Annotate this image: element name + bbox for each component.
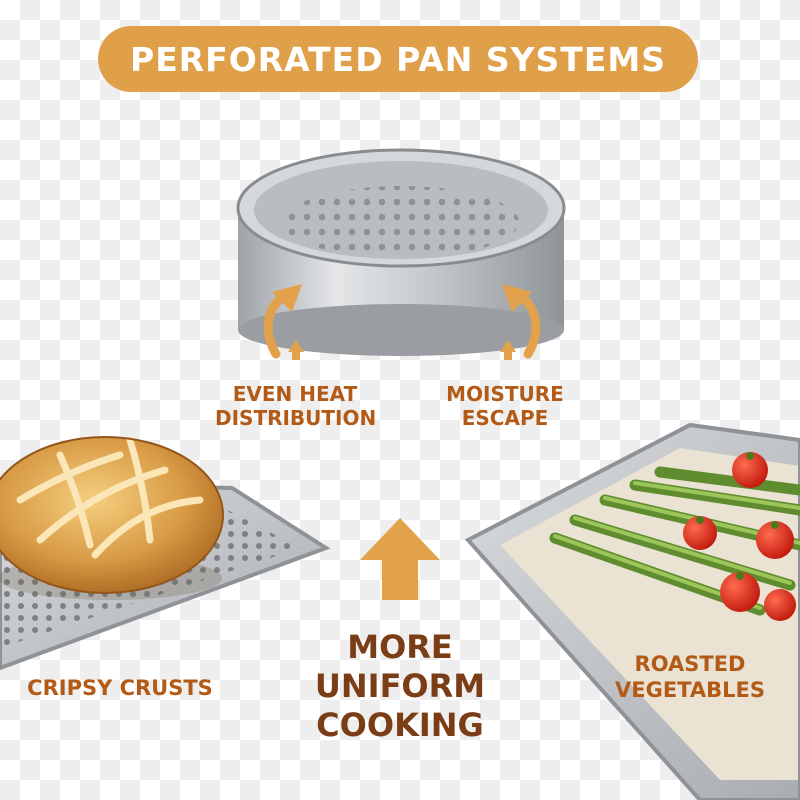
- perforated-pan-icon: [236, 148, 566, 356]
- moisture-arrow-icon: [500, 284, 541, 360]
- tomato-icon: [683, 452, 796, 621]
- page-title: PERFORATED PAN SYSTEMS: [98, 26, 698, 92]
- roasted-vegetables-label: ROASTED VEGETABLES: [615, 652, 765, 702]
- heat-arrow-icon: [263, 284, 304, 360]
- up-arrow-icon: [360, 518, 440, 600]
- asparagus-tray-icon: [464, 422, 800, 800]
- bread-loaf-icon: [0, 436, 331, 671]
- moisture-escape-label: MOISTURE ESCAPE: [446, 382, 564, 431]
- uniform-cooking-label: MORE UNIFORM COOKING: [314, 628, 486, 745]
- heat-distribution-label: EVEN HEAT DISTRIBUTION: [215, 382, 377, 431]
- crispy-crusts-label: CRIPSY CRUSTS: [27, 676, 213, 700]
